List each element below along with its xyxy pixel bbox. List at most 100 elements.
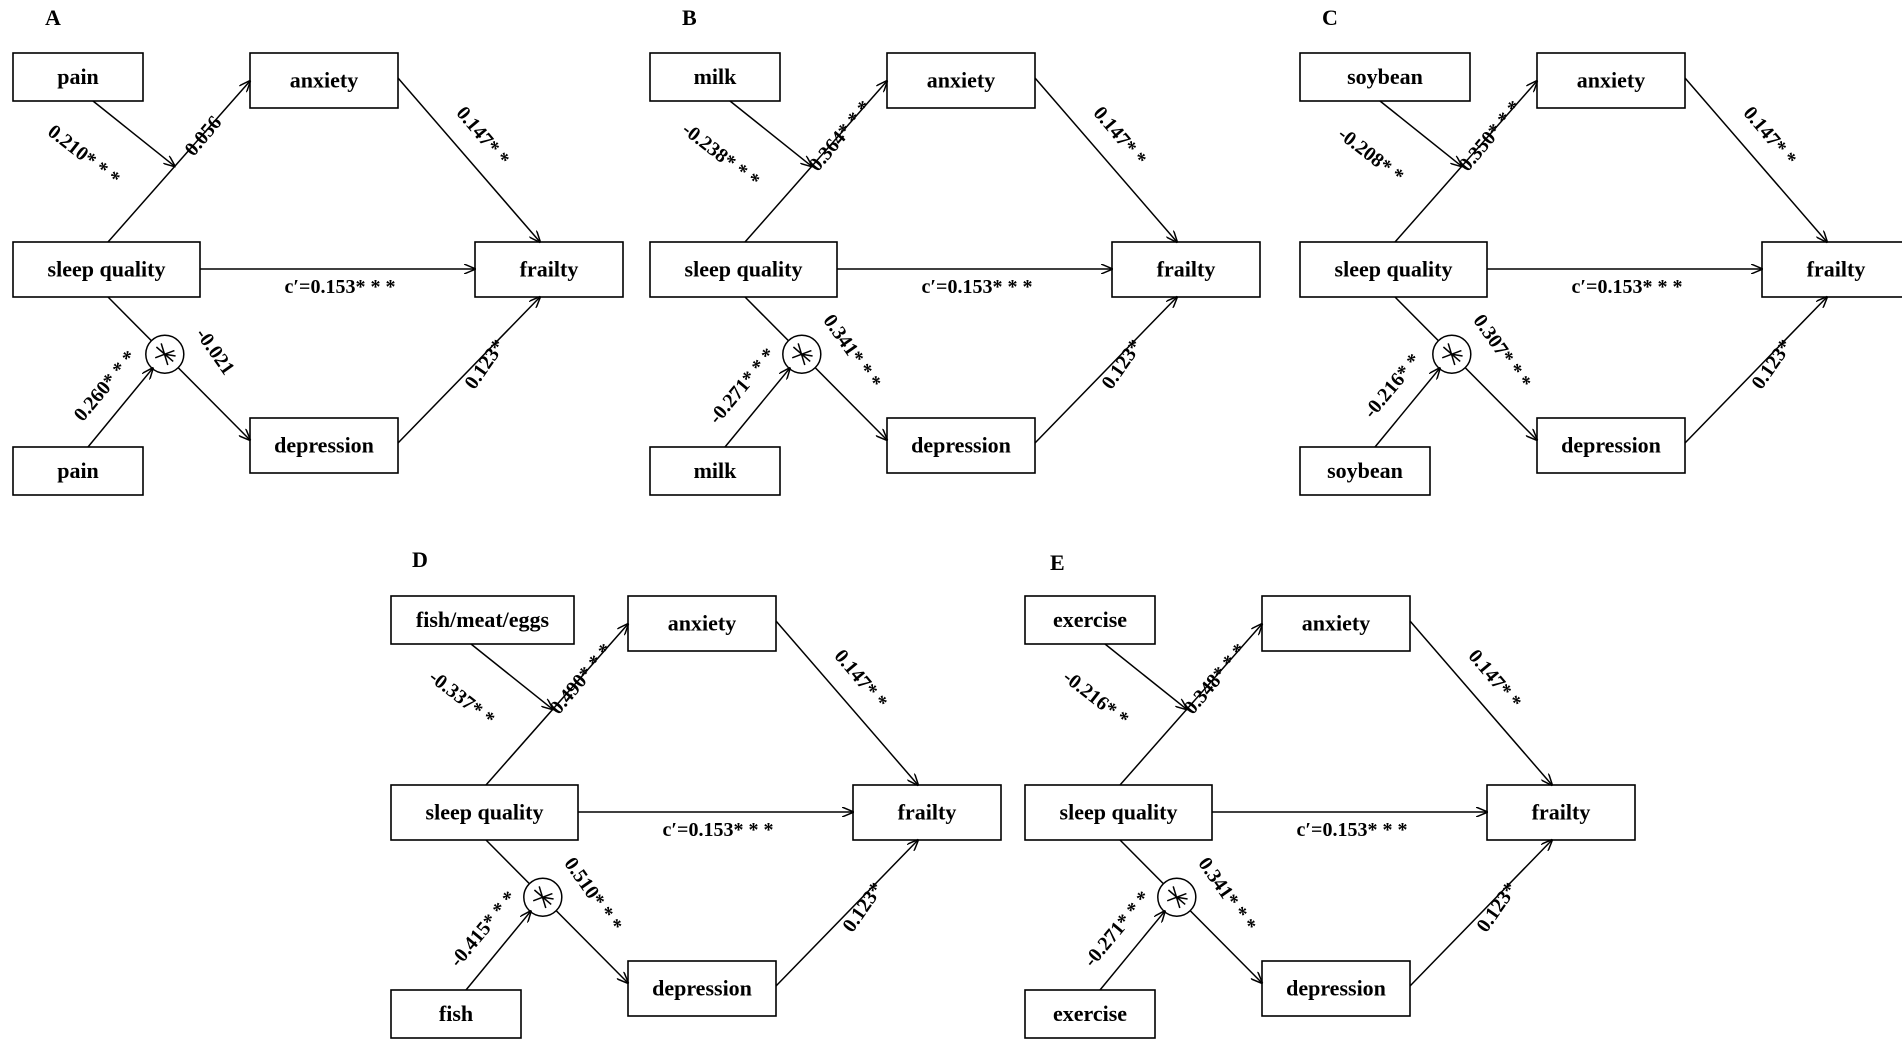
arrow-moderator-bottom (1374, 368, 1440, 448)
frailty-box: frailty (1111, 241, 1261, 298)
coef-direct-path: c′=0.153* * * (1297, 819, 1408, 841)
frailty-box-label: frailty (1807, 257, 1866, 282)
coef-anxiety-frailty: 0.147* * (830, 645, 892, 713)
moderator-bottom-box: pain (12, 446, 144, 496)
arrow-sleep-anxiety (107, 81, 250, 243)
arrow-moderator-top (729, 100, 812, 166)
coef-sleep-anxiety: 0.056 (181, 112, 227, 161)
arrow-anxiety-frailty (397, 77, 540, 242)
coef-direct-path: c′=0.153* * * (663, 819, 774, 841)
panel-label: E (1050, 550, 1065, 575)
coef-sleep-anxiety: 0.364* * * (805, 97, 876, 176)
sleep-quality-box-label: sleep quality (1335, 257, 1453, 282)
arrow-depression-frailty (775, 840, 918, 987)
arrow-sleep-depression (744, 296, 887, 440)
moderator-top-box: pain (12, 52, 144, 102)
arrow-anxiety-frailty (1034, 77, 1177, 242)
arrow-sleep-anxiety (744, 81, 887, 243)
arrow-sleep-depression (107, 296, 250, 440)
moderator-top-box: exercise (1024, 595, 1156, 645)
moderation-node (782, 334, 822, 374)
anxiety-box-label: anxiety (1302, 611, 1370, 636)
coef-sleep-anxiety: 0.348* * * (1180, 640, 1251, 719)
coef-depression-frailty: 0.123* (838, 879, 888, 937)
coef-direct-path: c′=0.153* * * (285, 276, 396, 298)
coef-direct-path: c′=0.153* * * (1572, 276, 1683, 298)
sleep-quality-box: sleep quality (1024, 784, 1213, 841)
panel-label: C (1322, 5, 1338, 30)
coef-anxiety-frailty: 0.147* * (452, 102, 514, 170)
moderation-node (523, 877, 563, 917)
arrow-sleep-anxiety (1119, 624, 1262, 786)
arrow-moderator-top (1379, 100, 1462, 166)
moderator-top-box: soybean (1299, 52, 1471, 102)
arrow-sleep-depression (1394, 296, 1537, 440)
coef-sleep-anxiety: 0.490* * * (546, 640, 617, 719)
arrow-sleep-anxiety (485, 624, 628, 786)
depression-box-label: depression (1286, 976, 1386, 1001)
anxiety-box-label: anxiety (290, 68, 358, 93)
moderator-bottom-box-label: soybean (1327, 458, 1403, 483)
panel-label: D (412, 547, 428, 572)
arrow-moderator-top (1104, 643, 1187, 709)
moderator-bottom-box-label: pain (57, 458, 99, 483)
arrow-sleep-depression (485, 839, 628, 983)
depression-box-label: depression (274, 433, 374, 458)
arrow-anxiety-frailty (775, 620, 918, 785)
frailty-box: frailty (852, 784, 1002, 841)
panel-label: B (682, 5, 697, 30)
coef-moderator-top: 0.210* * * (43, 120, 124, 190)
coef-anxiety-frailty: 0.147* * (1089, 102, 1151, 170)
arrow-depression-frailty (397, 297, 540, 444)
moderator-top-box: fish/meat/eggs (390, 595, 575, 645)
arrow-sleep-anxiety (1394, 81, 1537, 243)
arrow-moderator-bottom (465, 911, 531, 991)
moderator-top-box-label: milk (694, 64, 738, 89)
coef-anxiety-frailty: 0.147* * (1464, 645, 1526, 713)
moderation-node (1157, 877, 1197, 917)
coef-depression-frailty: 0.123* (1747, 336, 1797, 394)
panel-label: A (45, 5, 61, 30)
sleep-quality-box: sleep quality (390, 784, 579, 841)
moderator-bottom-box: exercise (1024, 989, 1156, 1039)
coef-depression-frailty: 0.123* (460, 336, 510, 394)
coef-moderator-bottom: -0.271* * * (705, 344, 781, 428)
depression-box-label: depression (652, 976, 752, 1001)
coef-moderator-bottom: 0.260* * * (70, 347, 141, 426)
coef-moderator-top: -0.208* * (1334, 123, 1408, 188)
arrow-depression-frailty (1409, 840, 1552, 987)
coef-direct-path: c′=0.153* * * (922, 276, 1033, 298)
frailty-box: frailty (1761, 241, 1902, 298)
depression-box: depression (1261, 960, 1411, 1017)
arrow-moderator-bottom (1099, 911, 1165, 991)
moderation-node (145, 334, 185, 374)
coef-moderator-bottom: -0.415* * * (446, 887, 522, 971)
anxiety-box: anxiety (249, 52, 399, 109)
coef-moderator-top: -0.238* * * (678, 118, 764, 192)
frailty-box: frailty (474, 241, 624, 298)
arrow-moderator-bottom (87, 368, 153, 448)
coef-moderator-bottom: -0.216* * (1359, 350, 1425, 423)
frailty-box-label: frailty (1157, 257, 1216, 282)
arrow-anxiety-frailty (1409, 620, 1552, 785)
moderator-top-box-label: soybean (1347, 64, 1423, 89)
moderator-top-box-label: fish/meat/eggs (416, 607, 550, 632)
sleep-quality-box-label: sleep quality (426, 800, 544, 825)
coef-depression-frailty: 0.123* (1097, 336, 1147, 394)
arrow-moderator-top (92, 100, 175, 166)
anxiety-box: anxiety (1261, 595, 1411, 652)
moderator-top-box-label: exercise (1053, 607, 1127, 632)
depression-box: depression (1536, 417, 1686, 474)
arrow-moderator-top (470, 643, 553, 709)
sleep-quality-box: sleep quality (1299, 241, 1488, 298)
moderator-bottom-box-label: exercise (1053, 1001, 1127, 1026)
moderator-bottom-box: milk (649, 446, 781, 496)
moderator-bottom-box-label: fish (439, 1001, 473, 1026)
coef-anxiety-frailty: 0.147* * (1739, 102, 1801, 170)
coef-depression-frailty: 0.123* (1472, 879, 1522, 937)
